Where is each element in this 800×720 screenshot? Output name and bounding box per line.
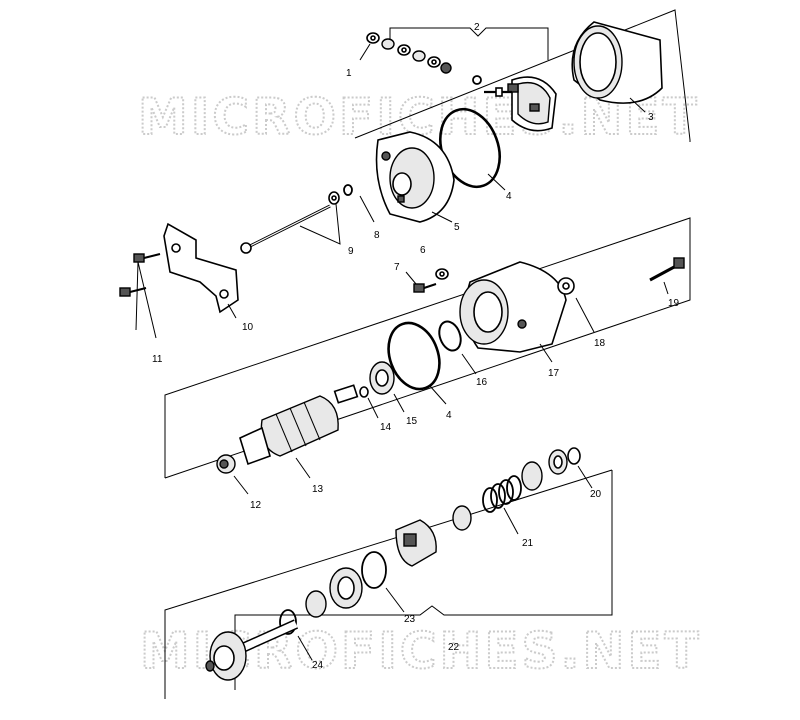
callout-6: 6	[420, 245, 426, 256]
callout-16: 16	[476, 377, 488, 388]
part-14-washer	[359, 386, 379, 419]
callout-4-bottom: 4	[446, 410, 452, 421]
part-10-mounting-bracket	[163, 222, 239, 319]
callout-10: 10	[242, 322, 254, 333]
callout-21: 21	[522, 538, 534, 549]
callout-3: 3	[648, 112, 654, 123]
part-7-screw	[405, 271, 437, 293]
part-24-snap-ring	[279, 609, 313, 661]
part-2-nut-set	[381, 38, 482, 85]
part-21-spring	[452, 475, 522, 535]
callout-11: 11	[152, 354, 163, 365]
callout-13: 13	[312, 484, 324, 495]
callout-22: 22	[448, 642, 460, 653]
part-12-bushing	[216, 454, 249, 495]
part-1-washer	[359, 32, 380, 61]
part-3-motor-yoke	[571, 21, 663, 113]
part-4-o-ring-bottom	[387, 321, 447, 405]
part-6-washer	[435, 268, 449, 280]
callout-2: 2	[474, 22, 480, 33]
callout-4-top: 4	[506, 191, 512, 202]
callout-20: 20	[590, 489, 602, 500]
callout-15: 15	[406, 416, 418, 427]
callout-18: 18	[594, 338, 606, 349]
part-8-small-o-ring	[343, 184, 375, 223]
callout-24: 24	[312, 660, 324, 671]
part-15-bearing	[369, 361, 405, 413]
callout-8: 8	[374, 230, 380, 241]
part-16-o-ring	[438, 320, 477, 375]
callout-9: 9	[348, 246, 354, 257]
part-23-ring	[361, 551, 405, 613]
part-22-clutch-gear	[395, 519, 437, 567]
callout-7: 7	[394, 262, 400, 273]
callout-5: 5	[454, 222, 460, 233]
part-5-end-cover	[375, 131, 455, 223]
part-19-bolt	[649, 257, 685, 295]
part-9-through-bolt	[240, 191, 341, 254]
callout-1: 1	[346, 68, 352, 79]
callout-17: 17	[548, 368, 560, 379]
part-brush-holder	[484, 76, 557, 132]
callout-12: 12	[250, 500, 262, 511]
part-retainer-clip	[305, 567, 363, 618]
callout-14: 14	[380, 422, 392, 433]
part-11-bolts	[119, 253, 161, 339]
part-18-washer	[557, 277, 595, 333]
part-pinion-shaft	[205, 619, 299, 681]
part-13-armature	[239, 384, 359, 479]
part-17-front-housing	[459, 261, 567, 363]
callout-19: 19	[668, 298, 680, 309]
callout-23: 23	[404, 614, 416, 625]
part-20-washers	[521, 447, 593, 491]
